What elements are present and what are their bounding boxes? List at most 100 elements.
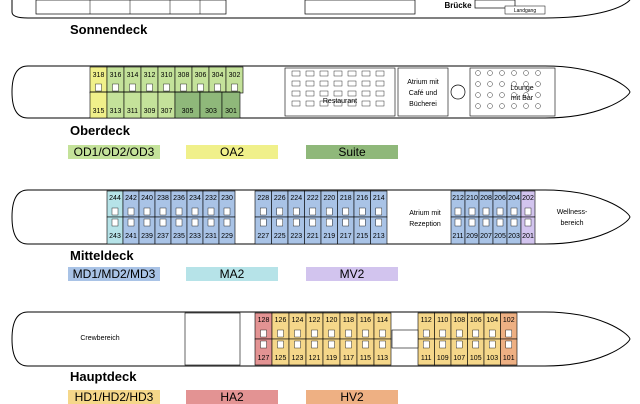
oberdeck-stair-icon	[450, 84, 466, 100]
oberdeck-bottom-cabin-label-307: 307	[161, 108, 173, 115]
oberdeck-atrium-line-3: Bücherei	[409, 101, 437, 108]
restaurant-table	[291, 70, 301, 77]
legend-hd: HD1/HD2/HD3	[68, 390, 160, 404]
mitteldeck-bottom-mid-bath-213	[375, 218, 382, 227]
oberdeck-top-bath-304	[214, 83, 221, 92]
lounge-seat	[499, 92, 505, 98]
mitteldeck-top-mid-cabin-label-214: 214	[373, 195, 385, 202]
hauptdeck-top-right-cabin-label-108: 108	[453, 317, 465, 324]
mitteldeck-bottom-left-bath-231	[207, 218, 215, 227]
restaurant-table	[333, 80, 343, 87]
restaurant-table	[375, 100, 385, 107]
lounge-seat	[487, 103, 493, 109]
mitteldeck-bottom-mid-bath-221	[309, 218, 316, 227]
sonnendeck-landgang-label: Landgang	[514, 8, 536, 14]
restaurant-table	[347, 90, 357, 97]
legend-suite: Suite	[306, 145, 398, 159]
mitteldeck-top-right-cabin-label-208: 208	[480, 195, 492, 202]
mitteldeck-top-mid-bath-224	[293, 207, 300, 216]
hauptdeck-bottom-left-bath-127	[260, 340, 267, 349]
mitteldeck-bottom-right-cabin-label-203: 203	[508, 233, 520, 240]
hauptdeck-bottom-left-cabin-label-115: 115	[360, 355, 371, 362]
hauptdeck-bottom-left-cabin-113	[373, 338, 392, 366]
hauptdeck-bottom-left-cabin-label-117: 117	[343, 355, 354, 362]
hauptdeck-top-right-bath-102	[505, 329, 512, 338]
mitteldeck-bottom-mid-cabin-213	[370, 216, 388, 245]
hauptdeck-bottom-right-bath-103	[489, 340, 496, 349]
mitteldeck-bottom-left-cabin-label-231: 231	[205, 233, 217, 240]
mitteldeck-bottom-left-cabin-label-229: 229	[221, 233, 233, 240]
restaurant-table	[361, 100, 371, 107]
sonnendeck-bruecke-label: Brücke	[444, 1, 472, 10]
restaurant-table	[319, 100, 329, 107]
hauptdeck-bottom-left-cabin-label-113: 113	[377, 355, 388, 362]
sonnendeck-landgang-box	[504, 5, 546, 15]
hauptdeck-bottom-left-bath-123	[294, 340, 301, 349]
hauptdeck-top-right-bath-104	[489, 329, 496, 338]
oberdeck-top-bath-310	[163, 83, 170, 92]
mitteldeck-bottom-left-bath-235	[175, 218, 183, 227]
lounge-seat	[535, 103, 541, 109]
mitteldeck-bottom-left-cabin-label-233: 233	[189, 233, 201, 240]
hauptdeck-bottom-right-cabin-label-103: 103	[486, 355, 498, 362]
mitteldeck-bottom-right-bath-209	[468, 218, 476, 227]
mitteldeck-top-left-bath-236	[175, 207, 183, 216]
hauptdeck-top-left-cabin-label-122: 122	[309, 317, 321, 324]
mitteldeck-top-mid-bath-218	[342, 207, 349, 216]
lounge-seat	[535, 92, 541, 98]
restaurant-table	[305, 100, 315, 107]
restaurant-table	[305, 80, 315, 87]
restaurant-table	[347, 70, 357, 77]
lounge-seat	[499, 81, 505, 87]
hauptdeck-bottom-right-cabin-label-107: 107	[453, 355, 465, 362]
legend-ha: HA2	[186, 390, 278, 404]
legend-oa: OA2	[186, 145, 278, 159]
mitteldeck-bottom-right-cabin-label-207: 207	[480, 233, 492, 240]
hauptdeck-top-left-cabin-label-114: 114	[377, 317, 388, 324]
oberdeck-restaurant-label: Restaurant	[323, 98, 357, 105]
mitteldeck-top-mid-cabin-label-228: 228	[257, 195, 269, 202]
hauptdeck-bottom-right-cabin-label-105: 105	[470, 355, 482, 362]
sonnendeck-block	[304, 0, 416, 15]
oberdeck-top-bath-316	[112, 83, 119, 92]
hauptdeck-bottom-left-cabin-label-125: 125	[275, 355, 287, 362]
hauptdeck-bottom-right-cabin-label-111: 111	[421, 355, 432, 362]
mitteldeck-bottom-right-cabin-label-205: 205	[494, 233, 506, 240]
hauptdeck-top-right-cabin-label-104: 104	[486, 317, 498, 324]
oberdeck-bottom-cabin-label-301: 301	[225, 108, 237, 115]
oberdeck-lounge-line-1: Lounge	[510, 85, 533, 92]
mitteldeck-bottom-mid-cabin-label-227: 227	[257, 233, 269, 240]
restaurant-table	[291, 80, 301, 87]
oberdeck-bottom-cabin-label-311: 311	[127, 108, 138, 115]
lounge-seat	[475, 92, 481, 98]
mitteldeck-bottom-mid-cabin-label-215: 215	[356, 233, 368, 240]
hauptdeck-top-left-bath-120	[328, 329, 335, 338]
deck-name-mitteldeck: Mitteldeck	[70, 248, 134, 263]
hauptdeck-top-left-bath-118	[345, 329, 352, 338]
lounge-seat	[511, 81, 517, 87]
legend-ma: MA2	[186, 267, 278, 281]
mitteldeck-bottom-right-cabin-label-209: 209	[466, 233, 478, 240]
hauptdeck-top-right-cabin-label-102: 102	[503, 317, 515, 324]
mitteldeck-top-right-cabin-label-202: 202	[522, 195, 534, 202]
restaurant-table	[291, 100, 301, 107]
hauptdeck-bottom-right-cabin-101	[500, 338, 518, 366]
oberdeck-bottom-cabin-305	[174, 91, 201, 119]
hauptdeck-top-right-cabin-label-112: 112	[421, 317, 432, 324]
lounge-seat	[475, 81, 481, 87]
hauptdeck-bottom-left-bath-115	[362, 340, 369, 349]
hauptdeck-crew-label: Crewbereich	[80, 335, 119, 342]
hauptdeck-top-left-bath-124	[294, 329, 301, 338]
hauptdeck-top-right-bath-110	[439, 329, 446, 338]
oberdeck-top-cabin-label-316: 316	[110, 72, 122, 79]
restaurant-table	[347, 100, 357, 107]
oberdeck-top-cabin-label-312: 312	[144, 72, 156, 79]
mitteldeck-bottom-left-cabin-label-239: 239	[141, 233, 153, 240]
mitteldeck-top-left-cabin-label-240: 240	[141, 195, 153, 202]
hauptdeck-top-left-bath-116	[362, 329, 369, 338]
hauptdeck-bottom-right-bath-109	[439, 340, 446, 349]
deck-name-sonnendeck: Sonnendeck	[70, 22, 148, 37]
lounge-seat	[523, 92, 529, 98]
hauptdeck-top-left-bath-114	[379, 329, 386, 338]
mitteldeck-bottom-mid-cabin-label-223: 223	[290, 233, 302, 240]
